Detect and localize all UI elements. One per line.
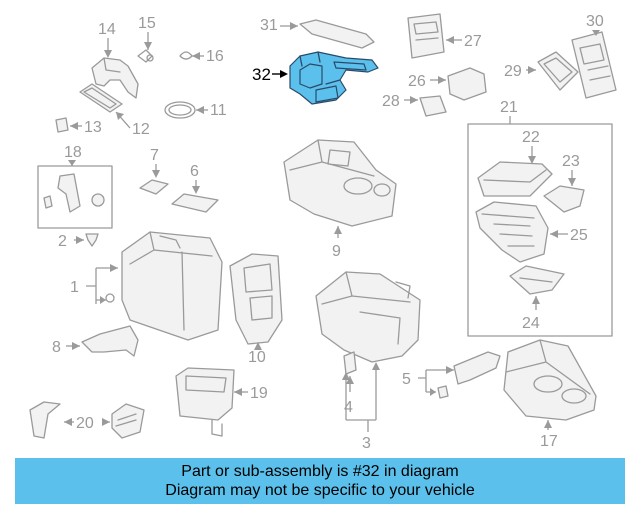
part-19-bin bbox=[175, 367, 235, 437]
part-number-19: 19 bbox=[250, 385, 268, 402]
part-6-pad bbox=[171, 193, 219, 213]
part-number-28: 28 bbox=[382, 93, 400, 110]
part-number-7: 7 bbox=[150, 147, 159, 164]
part-32-arrowhead bbox=[280, 70, 288, 78]
part-22-armrest bbox=[477, 161, 553, 197]
part-30-panel bbox=[571, 31, 617, 99]
part-9-console-base bbox=[283, 139, 397, 227]
part-27-bracket bbox=[407, 13, 445, 59]
part-number-8: 8 bbox=[52, 339, 61, 356]
part-3-frame bbox=[315, 271, 421, 363]
part-number-32: 32 bbox=[252, 65, 271, 84]
info-banner: Part or sub-assembly is #32 in diagram D… bbox=[15, 458, 625, 504]
part-10-panel bbox=[229, 253, 283, 345]
part-number-29: 29 bbox=[504, 63, 522, 80]
part-number-15: 15 bbox=[138, 15, 156, 32]
parts-diagram: 14 15 16 12 11 13 18 7 6 bbox=[29, 13, 617, 452]
part-number-17: 17 bbox=[540, 433, 558, 450]
part-18-kit bbox=[37, 165, 113, 229]
part-number-27: 27 bbox=[464, 33, 482, 50]
part-20-brackets bbox=[29, 401, 145, 439]
part-number-31: 31 bbox=[260, 17, 278, 34]
part-number-26: 26 bbox=[408, 73, 426, 90]
banner-line-1: Part or sub-assembly is #32 in diagram bbox=[181, 463, 459, 480]
part-number-20: 20 bbox=[76, 415, 94, 432]
part-29-mat bbox=[537, 51, 579, 91]
part-number-1: 1 bbox=[70, 279, 79, 296]
part-number-24: 24 bbox=[522, 315, 540, 332]
part-25-lid-assembly bbox=[475, 201, 549, 263]
part-17-tray bbox=[503, 339, 597, 421]
part-number-12: 12 bbox=[132, 121, 150, 138]
banner-line-2: Diagram may not be specific to your vehi… bbox=[165, 482, 475, 499]
part-number-30: 30 bbox=[586, 13, 604, 30]
part-23-hinge bbox=[543, 185, 585, 213]
leader-arrowheads bbox=[64, 22, 600, 428]
part-28-bracket bbox=[419, 95, 447, 117]
part-1-console-rear bbox=[105, 231, 223, 341]
part-number-2: 2 bbox=[58, 233, 67, 250]
part-26-switch bbox=[447, 67, 487, 101]
part-number-13: 13 bbox=[84, 119, 102, 136]
part-31-lid bbox=[299, 19, 375, 49]
part-number-21: 21 bbox=[500, 99, 518, 116]
part-7-pad bbox=[139, 179, 169, 195]
part-number-10: 10 bbox=[248, 349, 266, 366]
part-number-5: 5 bbox=[402, 371, 411, 388]
part-number-4: 4 bbox=[344, 399, 353, 416]
part-13-clip bbox=[55, 117, 69, 133]
part-14-bracket bbox=[91, 57, 139, 99]
part-15-clip bbox=[137, 49, 154, 63]
part-12-pad bbox=[79, 83, 123, 113]
part-number-9: 9 bbox=[332, 243, 341, 260]
part-number-16: 16 bbox=[206, 48, 224, 65]
part-number-18: 18 bbox=[64, 144, 82, 161]
part-number-25: 25 bbox=[570, 227, 588, 244]
part-number-23: 23 bbox=[562, 153, 580, 170]
part-32-highlighted-assembly[interactable] bbox=[289, 51, 379, 105]
part-8-bracket bbox=[81, 325, 139, 357]
part-number-3: 3 bbox=[362, 435, 371, 452]
part-number-11: 11 bbox=[210, 102, 227, 119]
part-number-22: 22 bbox=[522, 129, 540, 146]
part-5-bracket bbox=[437, 351, 501, 399]
part-24-pad bbox=[509, 265, 565, 295]
part-16-clip bbox=[179, 51, 193, 60]
part-number-14: 14 bbox=[98, 21, 116, 38]
part-number-6: 6 bbox=[190, 163, 199, 180]
part-11-ring bbox=[164, 101, 196, 119]
part-4-bracket bbox=[343, 351, 357, 375]
part-21-group-box bbox=[467, 123, 613, 337]
part-2-screw bbox=[85, 233, 99, 247]
